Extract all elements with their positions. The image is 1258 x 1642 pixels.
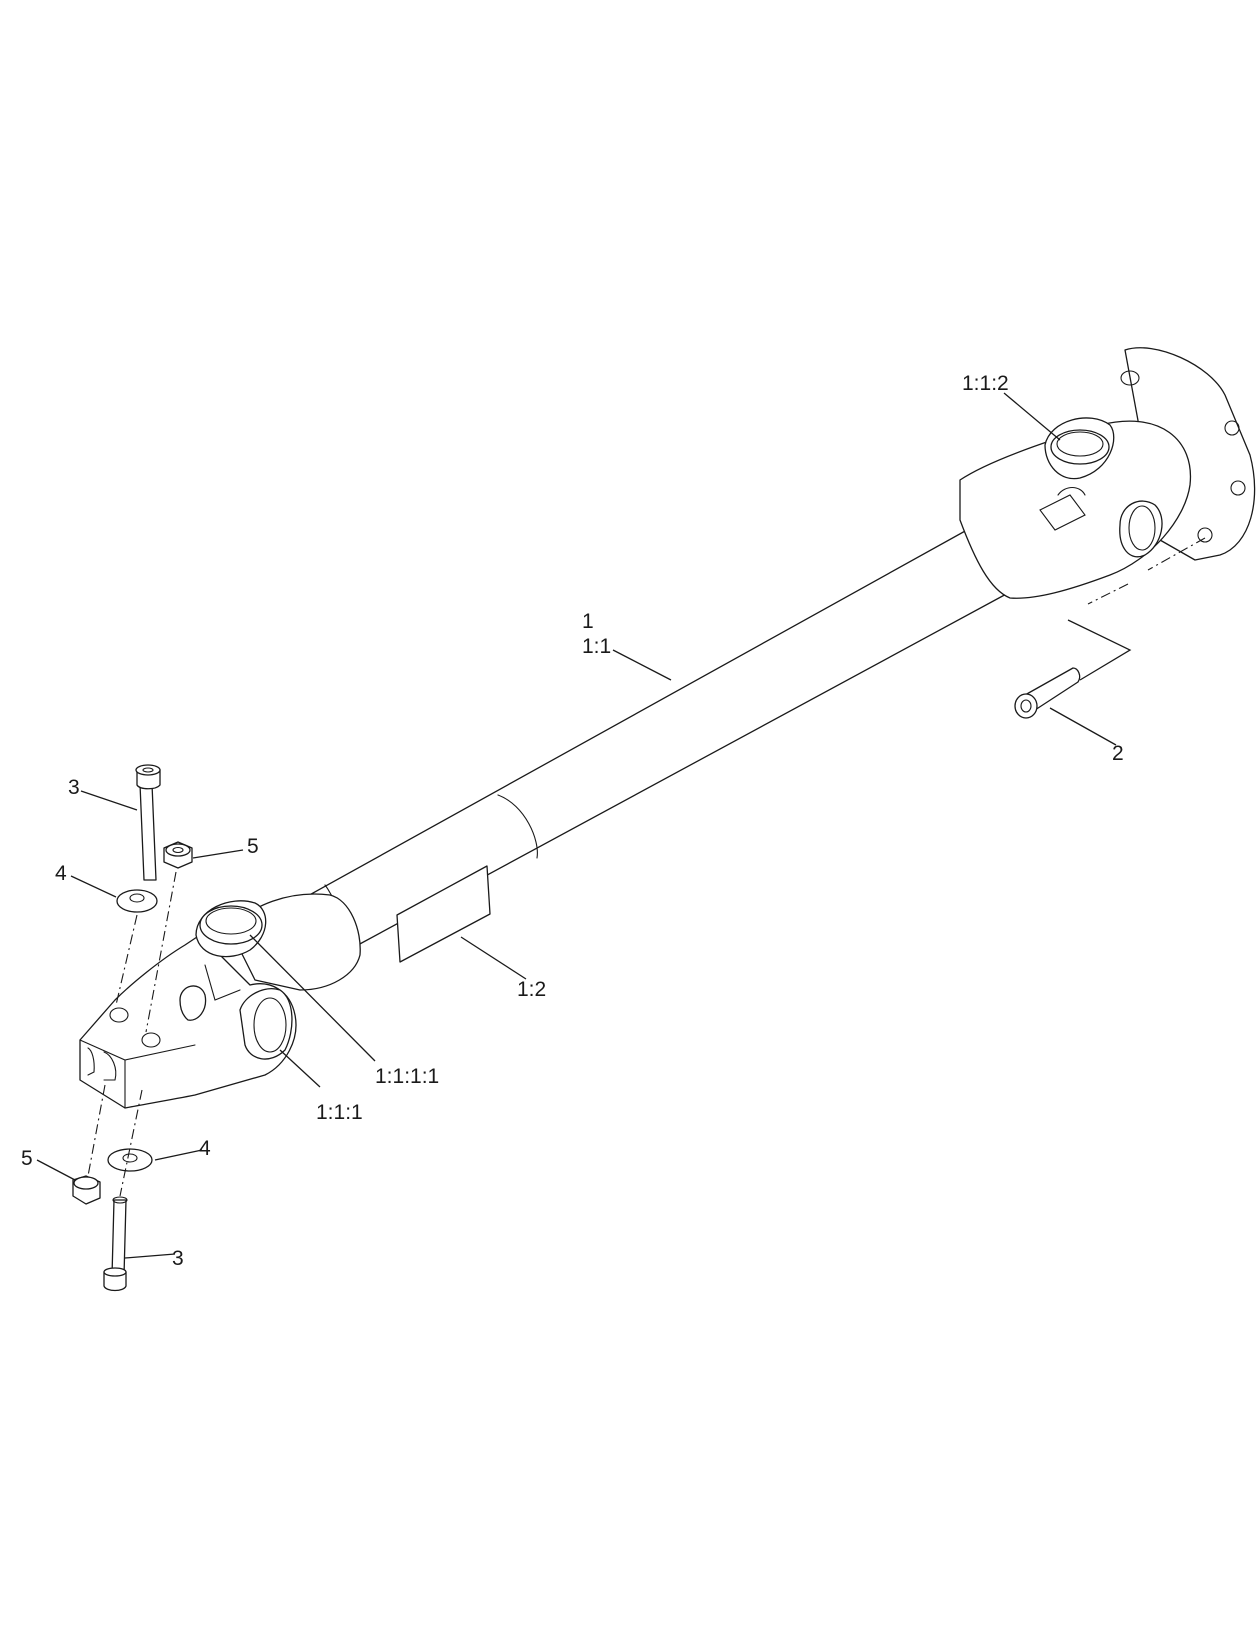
callout-1: 1: [582, 610, 594, 633]
callout-5-upper: 5: [247, 835, 259, 858]
front-yoke-assembly: [79, 893, 361, 1109]
callout-4-lower: 4: [199, 1137, 211, 1160]
callout-5-lower: 5: [21, 1147, 33, 1170]
callout-2: 2: [1112, 742, 1124, 765]
leader-lines: [36, 392, 1117, 1259]
callout-1-1-1-1: 1:1:1:1: [375, 1065, 439, 1088]
decal-label: [396, 865, 491, 963]
callout-1-1-1: 1:1:1: [316, 1101, 363, 1124]
callout-1-1-2: 1:1:2: [962, 372, 1009, 395]
callout-3-lower: 3: [172, 1247, 184, 1270]
callout-1-1: 1:1: [582, 635, 611, 658]
lower-left-hardware: [72, 1148, 153, 1292]
callout-3-upper: 3: [68, 776, 80, 799]
upper-left-hardware: [116, 764, 193, 913]
callout-1-2: 1:2: [517, 978, 546, 1001]
flange-cap-screw: [1014, 667, 1081, 719]
callout-labels: 1:1:2 1 1:1 2 3 5 4 1:2 1:1:1:1 1:1:1 4 …: [21, 372, 1124, 1270]
callout-4-upper: 4: [55, 862, 67, 885]
assembly-center-lines: [87, 537, 1206, 1197]
rear-yoke-flange-assembly: [959, 347, 1256, 599]
drive-shaft-tube: [294, 519, 1017, 953]
